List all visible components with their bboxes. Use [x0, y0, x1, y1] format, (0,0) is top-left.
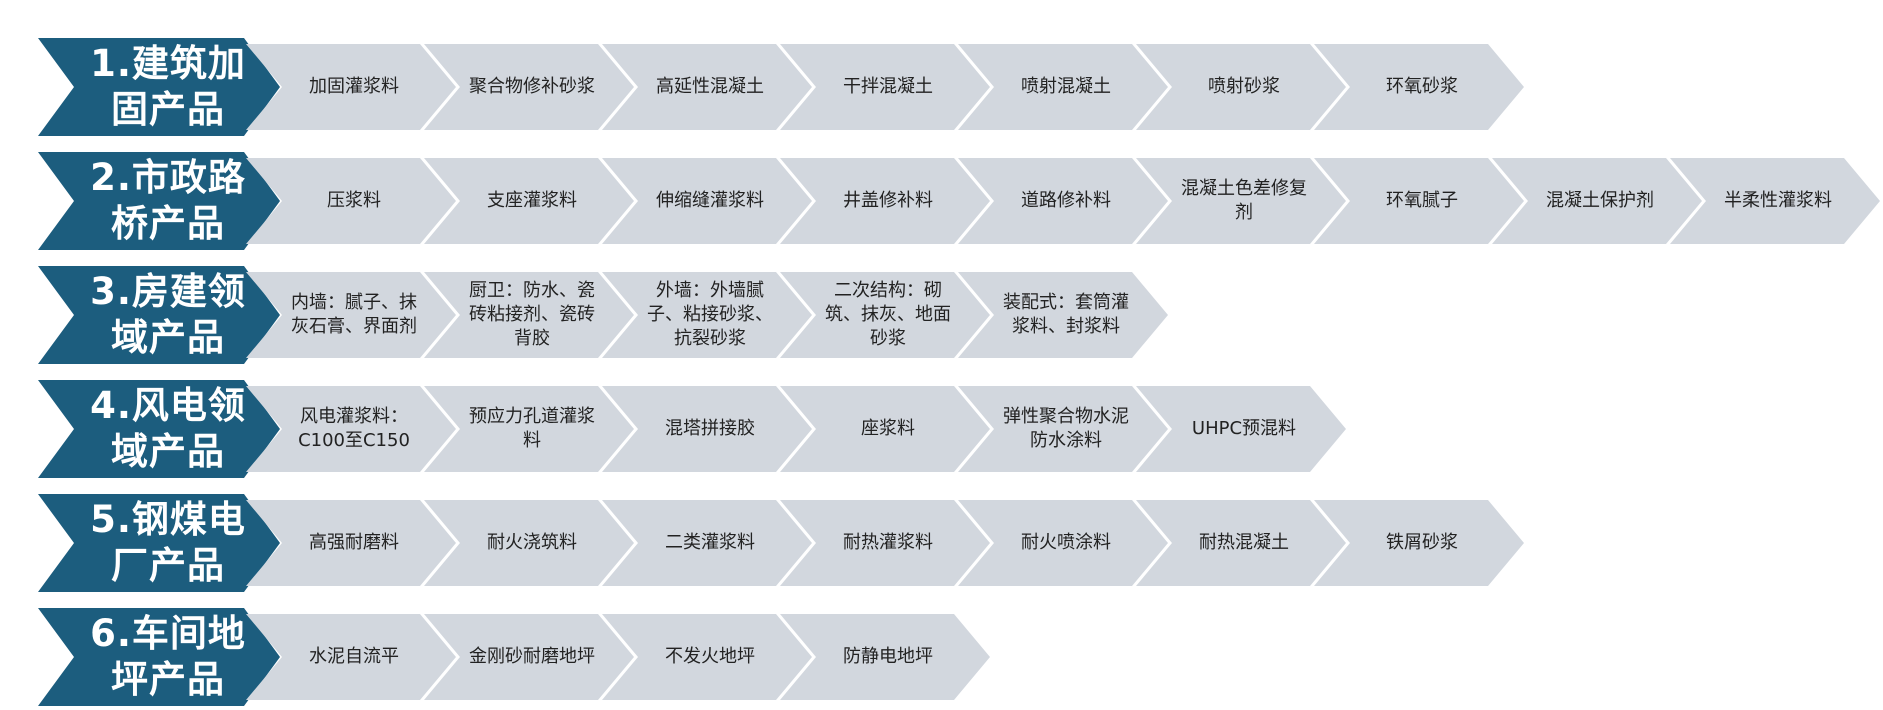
product-label: 防静电地坪 [843, 646, 933, 667]
category-header: 5.钢煤电厂产品 [38, 494, 280, 592]
product-label: 耐热混凝土 [1199, 532, 1289, 553]
product-label: 支座灌浆料 [487, 190, 577, 211]
product-label: 高延性混凝土 [656, 76, 764, 97]
product-label: 风电灌浆料：C100至C150 [298, 406, 410, 451]
product-label: 座浆料 [861, 418, 915, 439]
product-label: 预应力孔道灌浆料 [469, 406, 595, 451]
category-header: 2.市政路桥产品 [38, 152, 280, 250]
product-label: 环氧砂浆 [1386, 76, 1458, 97]
product-label: 水泥自流平 [309, 646, 399, 667]
category-title: 3.房建领域产品 [90, 270, 246, 359]
product-label: 混凝土保护剂 [1546, 190, 1654, 211]
category-title: 4.风电领域产品 [90, 384, 246, 473]
category-title: 6.车间地坪产品 [90, 612, 246, 701]
product-label: 混塔拼接胶 [665, 418, 755, 439]
product-label: 喷射砂浆 [1208, 76, 1280, 97]
category-title: 1.建筑加固产品 [90, 42, 246, 131]
category-header: 3.房建领域产品 [38, 266, 280, 364]
product-label: 道路修补料 [1021, 190, 1111, 211]
product-chevron: 弹性聚合物水泥防水涂料 [958, 386, 1168, 472]
product-chevron: 外墙：外墙腻子、粘接砂浆、抗裂砂浆 [602, 272, 812, 358]
product-label: 半柔性灌浆料 [1724, 190, 1832, 211]
product-chevron: 防静电地坪 [780, 614, 990, 700]
product-label: 二次结构：砌筑、抹灰、地面砂浆 [825, 280, 951, 349]
category-header: 4.风电领域产品 [38, 380, 280, 478]
product-label: 耐热灌浆料 [843, 532, 933, 553]
product-label: 压浆料 [327, 190, 381, 211]
product-chevron: 伸缩缝灌浆料 [602, 158, 812, 244]
product-label: UHPC预混料 [1191, 418, 1297, 439]
product-label: 外墙：外墙腻子、粘接砂浆、抗裂砂浆 [647, 280, 773, 349]
category-header: 6.车间地坪产品 [38, 608, 280, 706]
product-label: 厨卫：防水、瓷砖粘接剂、瓷砖背胶 [469, 280, 595, 349]
product-chevron: 混凝土保护剂 [1492, 158, 1702, 244]
product-label: 铁屑砂浆 [1386, 532, 1458, 553]
product-chevron: 混塔拼接胶 [602, 386, 812, 472]
product-label: 干拌混凝土 [843, 76, 933, 97]
product-label: 高强耐磨料 [309, 532, 399, 553]
product-label: 不发火地坪 [665, 646, 755, 667]
product-label: 金刚砂耐磨地坪 [469, 646, 595, 667]
product-label: 井盖修补料 [843, 190, 933, 211]
product-label: 内墙：腻子、抹灰石膏、界面剂 [291, 292, 417, 337]
category-title: 2.市政路桥产品 [90, 156, 246, 245]
product-label: 耐火浇筑料 [487, 532, 577, 553]
product-label: 二类灌浆料 [665, 532, 755, 553]
product-chevron: 喷射混凝土 [958, 44, 1168, 130]
product-label: 聚合物修补砂浆 [469, 76, 595, 97]
product-label: 装配式：套筒灌浆料、封浆料 [1003, 292, 1129, 337]
product-label: 弹性聚合物水泥防水涂料 [1003, 406, 1129, 451]
product-label: 环氧腻子 [1386, 190, 1458, 211]
product-label: 伸缩缝灌浆料 [656, 190, 764, 211]
product-label: 喷射混凝土 [1021, 76, 1111, 97]
category-title: 5.钢煤电厂产品 [90, 498, 246, 587]
product-label: 加固灌浆料 [309, 76, 399, 97]
product-label: 混凝土色差修复剂 [1181, 178, 1307, 223]
category-header: 1.建筑加固产品 [38, 38, 280, 136]
product-label: 耐火喷涂料 [1021, 532, 1111, 553]
